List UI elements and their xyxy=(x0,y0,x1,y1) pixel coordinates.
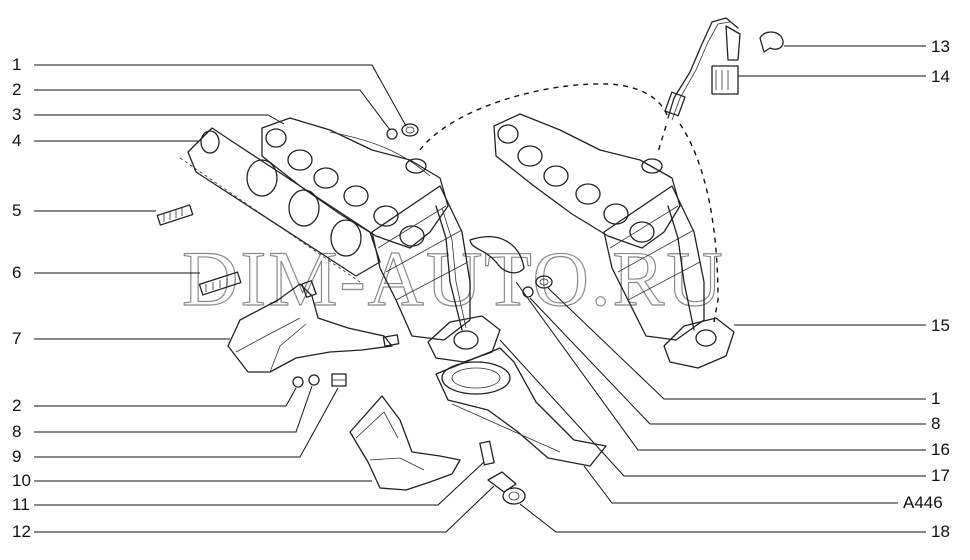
callout-12: 12 xyxy=(12,485,495,541)
left-manifold-assembly xyxy=(156,117,607,505)
svg-text:16: 16 xyxy=(931,440,950,459)
callout-2-lower: 2 xyxy=(12,387,297,415)
svg-text:5: 5 xyxy=(12,201,21,220)
svg-text:17: 17 xyxy=(931,466,950,485)
watermark: DIM-AUTO.RU xyxy=(182,235,725,322)
callout-11: 11 xyxy=(12,461,485,514)
callout-7: 7 xyxy=(12,329,230,348)
right-manifold-assembly xyxy=(419,17,784,369)
washer-2-upper xyxy=(386,128,398,140)
callout-1-right: 1 xyxy=(547,287,940,408)
svg-text:6: 6 xyxy=(12,263,21,282)
callouts-right: 13 14 15 1 8 16 17 A446 xyxy=(499,37,950,541)
svg-text:2: 2 xyxy=(12,80,21,99)
oxygen-sensor xyxy=(664,17,741,121)
callout-8-right: 8 xyxy=(529,297,940,433)
svg-text:10: 10 xyxy=(12,471,31,490)
outlet-flange xyxy=(427,315,501,363)
svg-text:13: 13 xyxy=(931,37,950,56)
outlet-flange-right xyxy=(663,317,735,369)
svg-text:15: 15 xyxy=(931,316,950,335)
stud-6 xyxy=(198,271,242,296)
sensor-to-manifold xyxy=(657,125,667,153)
callout-18: 18 xyxy=(519,503,950,541)
callout-3: 3 xyxy=(12,105,285,125)
callout-17: 17 xyxy=(499,339,950,485)
svg-text:2: 2 xyxy=(12,396,21,415)
callout-9: 9 xyxy=(12,387,339,466)
callouts-left: 1 2 3 4 5 6 7 2 xyxy=(12,55,495,541)
callout-5: 5 xyxy=(12,201,156,220)
stud-11 xyxy=(479,440,495,466)
callout-16: 16 xyxy=(515,281,950,459)
svg-text:4: 4 xyxy=(12,131,21,150)
callout-4: 4 xyxy=(12,131,198,150)
washer-2-lower xyxy=(292,376,304,388)
svg-text:14: 14 xyxy=(931,67,950,86)
catalytic-converter-right xyxy=(603,185,705,341)
svg-text:18: 18 xyxy=(931,522,950,541)
callout-14: 14 xyxy=(738,67,950,86)
wire-clip xyxy=(759,31,784,53)
callout-13: 13 xyxy=(784,37,950,56)
callout-8-left: 8 xyxy=(12,385,313,441)
nut-1-right xyxy=(535,275,553,289)
svg-text:1: 1 xyxy=(931,389,940,408)
nut-1-upper xyxy=(401,123,419,137)
assembly-path-2 xyxy=(679,123,719,323)
svg-text:1: 1 xyxy=(12,55,21,74)
svg-text:8: 8 xyxy=(931,414,940,433)
assembly-path xyxy=(419,83,669,151)
bolt-9 xyxy=(331,373,347,387)
sensor-connector xyxy=(711,65,739,95)
svg-text:11: 11 xyxy=(12,495,30,514)
svg-text:9: 9 xyxy=(12,447,21,466)
svg-text:A446: A446 xyxy=(903,493,943,512)
svg-text:8: 8 xyxy=(12,422,21,441)
callout-15: 15 xyxy=(734,316,950,335)
svg-text:3: 3 xyxy=(12,105,21,124)
plate-12 xyxy=(487,471,517,493)
stud-5 xyxy=(156,204,194,226)
catalytic-converter xyxy=(371,185,471,341)
callout-a446: A446 xyxy=(583,465,943,512)
exhaust-manifold xyxy=(261,117,449,249)
lower-heat-shield xyxy=(349,395,461,491)
svg-text:12: 12 xyxy=(12,522,31,541)
nut-18 xyxy=(502,487,526,505)
washer-8-lower xyxy=(308,374,320,386)
callout-1-left: 1 xyxy=(12,55,407,127)
callout-2-left: 2 xyxy=(12,80,391,131)
exhaust-manifold-right xyxy=(493,113,681,249)
callout-10: 10 xyxy=(12,471,372,490)
heat-shield-bracket xyxy=(227,280,400,373)
clamp-band xyxy=(469,236,525,274)
down-pipe xyxy=(435,347,607,467)
callout-6: 6 xyxy=(12,263,200,282)
svg-text:7: 7 xyxy=(12,329,21,348)
